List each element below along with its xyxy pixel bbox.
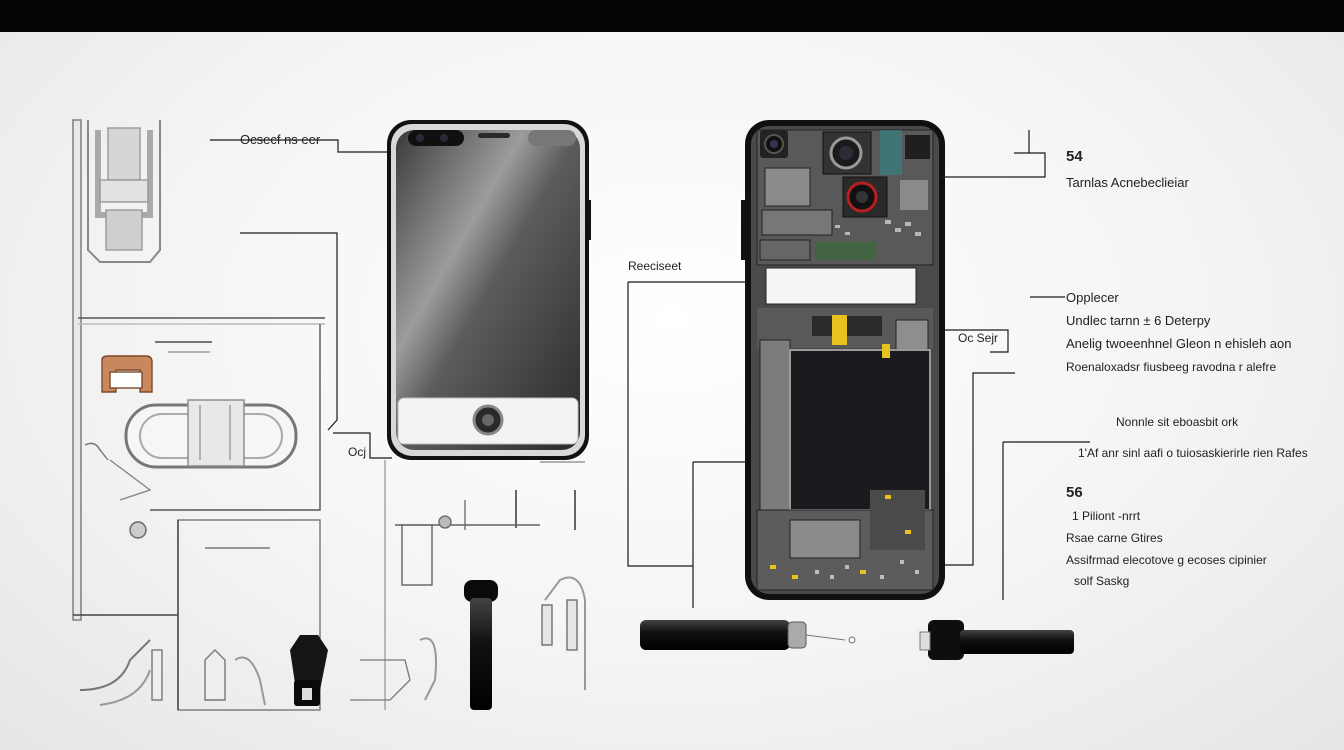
label-r4-line1: 1 Piliont -nrrt xyxy=(1072,509,1141,523)
label-r2-line3: Roenaloxadsr fiusbeeg ravodna r alefre xyxy=(1066,360,1277,374)
label-r4-line2: Rsae carne Gtires xyxy=(1066,531,1163,545)
label-r2-line1: Undlec tarnn ± 6 Deterpy xyxy=(1066,313,1211,328)
center-small-parts xyxy=(350,460,586,710)
bottom-pen-tools xyxy=(640,620,1074,660)
diagram-canvas: Ocsecf ns eer Ocj Reeciseet Oc Sejr 54 T… xyxy=(0,32,1344,750)
left-leader-lines xyxy=(210,139,392,459)
label-r4-number: 56 xyxy=(1066,484,1083,501)
exploded-phone-diagram xyxy=(72,119,1090,711)
label-r3-title: Nonnle sit eboasbit ork xyxy=(1116,415,1239,429)
open-phone xyxy=(741,120,945,600)
label-center-left: Reeciseet xyxy=(628,259,682,273)
label-left-top: Ocsecf ns eer xyxy=(240,132,321,147)
label-r2-line2: Anelig twoeenhnel Gleon n ehisleh aon xyxy=(1066,336,1292,351)
label-r2-title: Opplecer xyxy=(1066,290,1119,305)
center-spudger xyxy=(464,580,498,710)
label-center-right: Oc Sejr xyxy=(958,331,999,345)
label-r4-line3: Assifrmad elecotove g ecoses cipinier xyxy=(1066,553,1267,567)
center-leader-lines xyxy=(627,281,760,608)
front-phone xyxy=(387,120,591,463)
right-leader-lines xyxy=(940,130,1090,600)
label-r1-number: 54 xyxy=(1066,148,1083,165)
left-parts-group xyxy=(72,119,325,711)
label-left-bottom: Ocj xyxy=(348,445,366,459)
gripper-tool xyxy=(290,635,328,706)
label-r4-line4: solf Saskg xyxy=(1074,574,1130,588)
label-r3-line1: 1'Af anr sinl aafi o tuiosaskierirle rie… xyxy=(1078,446,1308,460)
top-black-bar xyxy=(0,0,1344,32)
label-r1-title: Tarnlas Acnebeclieiar xyxy=(1066,175,1189,190)
